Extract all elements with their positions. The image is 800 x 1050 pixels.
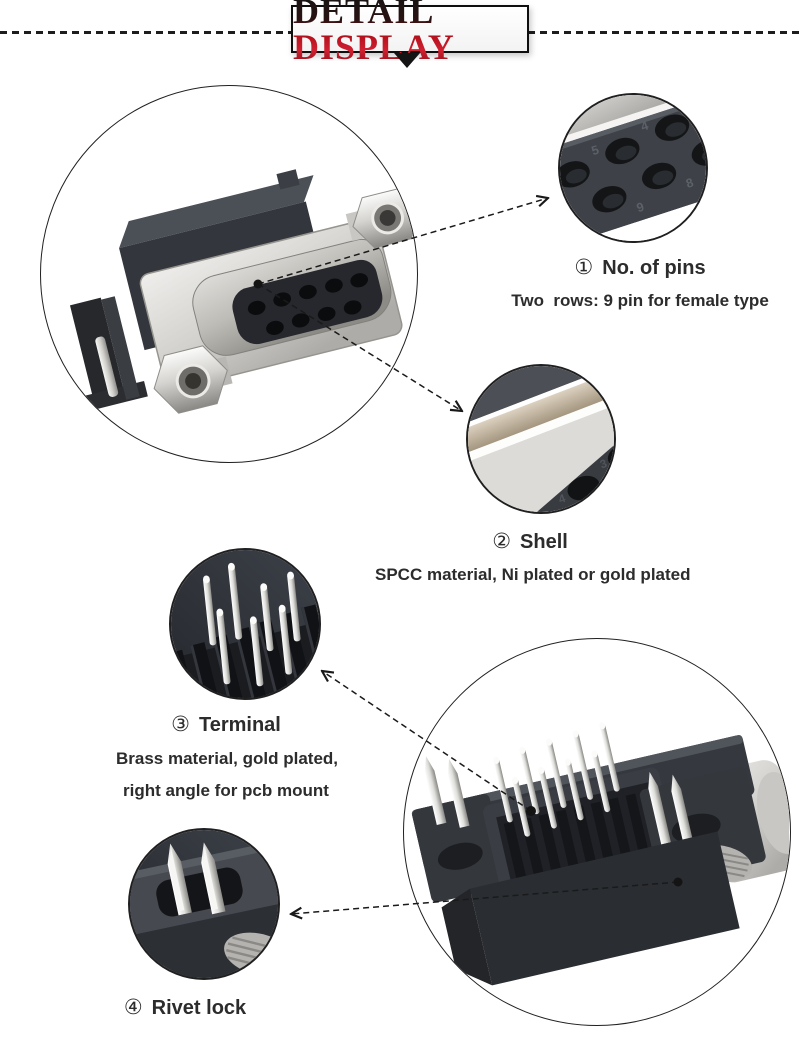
engraved-pin-numbers: 5 4 9 8 (590, 119, 696, 216)
figure-main-connector (40, 85, 418, 463)
callout-shell-number: ② (492, 529, 512, 553)
svg-text:9: 9 (635, 200, 646, 215)
title-box: DETAIL DISPLAY (291, 0, 529, 65)
figure-rivet-zoom (128, 828, 280, 980)
callout-shell-title-text: Shell (520, 531, 568, 553)
title-down-arrow-icon (394, 53, 420, 68)
svg-text:3: 3 (598, 457, 609, 472)
callout-pins-number: ① (574, 255, 594, 279)
callout-terminal-number: ③ (171, 712, 190, 736)
svg-text:5: 5 (590, 143, 601, 158)
pin-holes-closeup-illustration: 5 4 9 8 (560, 95, 706, 241)
svg-text:8: 8 (684, 175, 695, 190)
callout-shell-title: ② Shell (375, 529, 685, 554)
callout-pins: ① No. of pins Two rows: 9 pin for female … (490, 255, 790, 311)
callout-terminal-desc-line1: Brass material, gold plated, (116, 749, 339, 768)
callout-shell: ② Shell SPCC material, Ni plated or gold … (375, 529, 691, 585)
svg-text:4: 4 (557, 492, 568, 507)
callout-pins-title: ① No. of pins (490, 255, 790, 280)
callout-terminal-title-text: Terminal (198, 714, 281, 736)
callout-pins-title-text: No. of pins (602, 257, 706, 279)
callout-rivet-title: ④ Rivet lock (95, 995, 275, 1020)
terminal-pins-closeup-illustration (171, 550, 319, 698)
engraved-shell-numbers: 4 3 (557, 457, 609, 507)
connector-rear-illustration (411, 722, 789, 986)
rivet-lock-closeup-illustration (130, 830, 278, 978)
callout-pins-desc: Two rows: 9 pin for female type (511, 291, 769, 310)
callout-terminal-desc-line2: right angle for pcb mount (123, 781, 329, 800)
db9-female-connector-illustration (69, 169, 416, 414)
figure-shell-zoom: 4 3 (466, 364, 616, 514)
figure-rear-connector (403, 638, 791, 1026)
figure-terminal-zoom (169, 548, 321, 700)
gold-plated-pins (202, 562, 301, 687)
pin-hole (560, 114, 706, 213)
callout-rivet-title-text: Rivet lock (151, 997, 247, 1019)
hex-jack-screw-left (153, 345, 233, 414)
svg-text:4: 4 (639, 119, 650, 134)
callout-shell-desc: SPCC material, Ni plated or gold plated (375, 565, 691, 584)
figure-pin-holes-zoom: 5 4 9 8 (558, 93, 708, 243)
callout-terminal-title: ③ Terminal (116, 712, 336, 737)
callout-rivet-number: ④ (123, 995, 143, 1019)
callout-terminal: ③ Terminal Brass material, gold plated, r… (116, 712, 339, 801)
callout-rivet: ④ Rivet lock (95, 995, 275, 1020)
rivet-blades (167, 842, 226, 916)
page-title: DETAIL DISPLAY (293, 0, 527, 65)
mounting-bracket (69, 296, 148, 412)
shell-closeup-illustration: 4 3 (468, 366, 614, 512)
